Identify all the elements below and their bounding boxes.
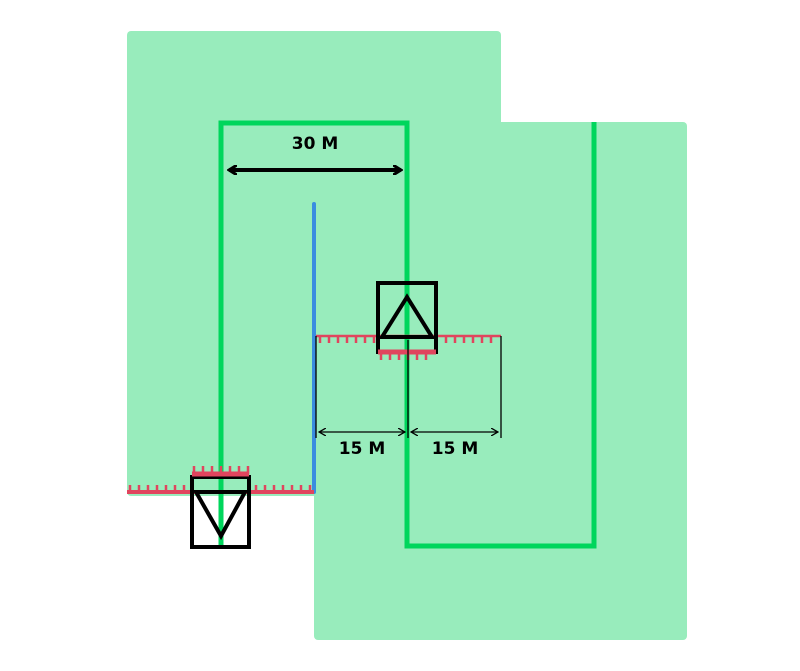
green-boundary-left-loop — [218, 120, 597, 549]
down-triangle-marker-icon — [190, 466, 251, 549]
label-15m-left: 15 M — [339, 439, 386, 459]
label-30m: 30 M — [292, 134, 339, 154]
dimension-30m: 30 M — [229, 134, 401, 170]
dimension-15m-pair — [315, 336, 502, 438]
label-15m-right: 15 M — [432, 439, 479, 459]
